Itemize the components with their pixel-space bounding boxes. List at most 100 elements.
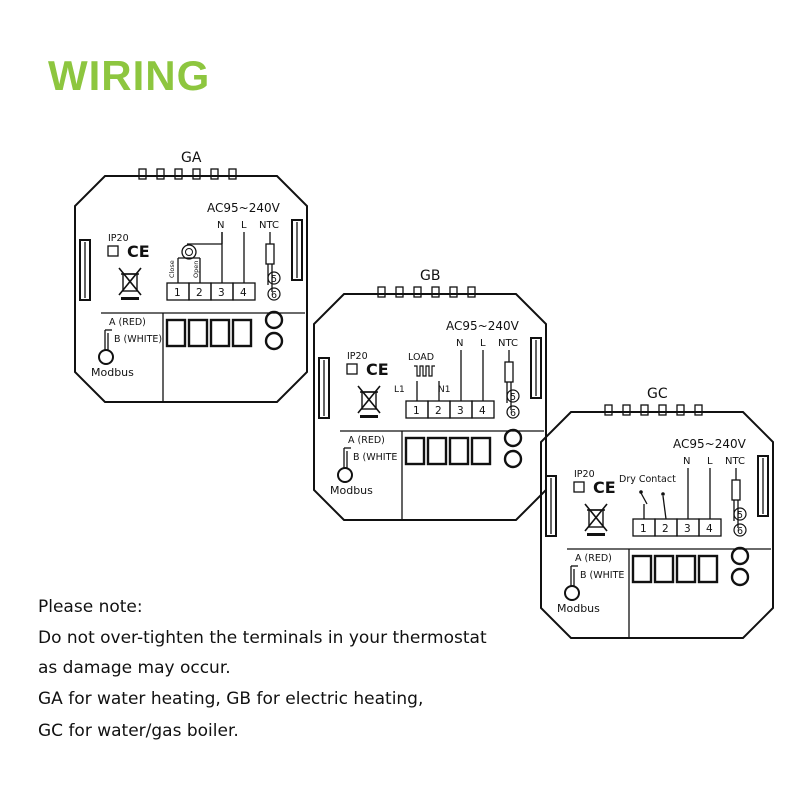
screw-terminal: [231, 318, 253, 348]
modbus-label: Modbus: [330, 484, 373, 497]
terminal-label: 1: [640, 523, 647, 535]
top-tab: [174, 168, 183, 180]
side-clip-right: [757, 455, 769, 517]
ip-box: [573, 481, 585, 493]
contact-point: [639, 490, 643, 494]
top-tab: [622, 404, 631, 416]
n1-label: N1: [438, 385, 450, 395]
a-red-label: A (RED): [348, 435, 385, 446]
note-line-4: GC for water/gas boiler.: [38, 721, 239, 741]
model-label: GC: [647, 386, 668, 402]
round-terminal: [503, 428, 523, 448]
neutral-label: N: [683, 456, 690, 467]
ntc-terminal-6: [267, 287, 281, 301]
note-line-2: as damage may occur.: [38, 658, 231, 678]
neutral-label: N: [456, 338, 463, 349]
side-clip-right: [291, 219, 303, 281]
top-tab: [413, 286, 422, 298]
round-terminal: [503, 449, 523, 469]
weee-bin-icon: [118, 267, 142, 300]
top-tab: [156, 168, 165, 180]
weee-bin-icon: [357, 385, 381, 418]
ntc-terminal-label: 6: [271, 290, 277, 301]
dry-contact-label: Dry Contact: [619, 474, 676, 485]
load-label: LOAD: [408, 352, 434, 363]
screw-terminal: [165, 318, 187, 348]
top-tab: [228, 168, 237, 180]
thermostat-body: [313, 293, 547, 521]
top-tab: [658, 404, 667, 416]
ntc-terminal-5: [733, 507, 747, 521]
terminal-label: 1: [174, 287, 181, 299]
terminal-label: 4: [479, 405, 486, 417]
b-white-label: B (WHITE: [580, 570, 624, 581]
b-white-label: B (WHITE: [353, 452, 397, 463]
side-clip-right: [530, 337, 542, 399]
top-tab: [192, 168, 201, 180]
a-red-label: A (RED): [575, 553, 612, 564]
model-label: GA: [181, 150, 202, 166]
line-label: L: [480, 338, 486, 349]
terminal-label: 2: [196, 287, 203, 299]
terminal-label: 4: [240, 287, 247, 299]
ntc-terminal-label: 5: [510, 392, 516, 403]
ntc-sensor: [504, 361, 514, 383]
weee-bin-icon: [584, 503, 608, 536]
line-label: L: [707, 456, 713, 467]
modbus-label: Modbus: [91, 366, 134, 379]
ip-rating-label: IP20: [574, 469, 595, 480]
terminal-label: 4: [706, 523, 713, 535]
round-terminal: [730, 567, 750, 587]
close-label: Close: [168, 260, 176, 278]
ip-rating-label: IP20: [108, 233, 129, 244]
contact-point: [661, 492, 665, 496]
ntc-label: NTC: [498, 338, 518, 349]
page-title: WIRING: [48, 52, 211, 99]
top-tab: [640, 404, 649, 416]
top-tab: [694, 404, 703, 416]
ce-mark: CE: [593, 478, 616, 497]
screw-terminal: [209, 318, 231, 348]
top-tab: [676, 404, 685, 416]
ip-box: [346, 363, 358, 375]
b-white-label: B (WHITE): [114, 334, 162, 345]
screw-terminal: [404, 436, 426, 466]
modbus-port: [337, 467, 353, 483]
round-terminal: [264, 310, 284, 330]
ip-rating-label: IP20: [347, 351, 368, 362]
ntc-terminal-label: 5: [271, 274, 277, 285]
terminal-label: 3: [218, 287, 225, 299]
ntc-sensor: [265, 243, 275, 265]
ntc-terminal-6: [733, 523, 747, 537]
neutral-label: N: [217, 220, 224, 231]
top-tab: [377, 286, 386, 298]
top-tab: [449, 286, 458, 298]
side-clip-left: [545, 475, 557, 537]
power-label: AC95~240V: [446, 319, 520, 333]
top-tab: [431, 286, 440, 298]
ntc-terminal-label: 6: [737, 526, 743, 537]
screw-terminal: [697, 554, 719, 584]
modbus-port: [564, 585, 580, 601]
ce-mark: CE: [127, 242, 150, 261]
ntc-sensor: [731, 479, 741, 501]
top-tab: [210, 168, 219, 180]
top-tab: [138, 168, 147, 180]
ce-mark: CE: [366, 360, 389, 379]
terminal-label: 1: [413, 405, 420, 417]
terminal-label: 3: [457, 405, 464, 417]
side-clip-left: [79, 239, 91, 301]
thermostat-body: [540, 411, 774, 639]
power-label: AC95~240V: [207, 201, 281, 215]
ntc-label: NTC: [259, 220, 279, 231]
ntc-label: NTC: [725, 456, 745, 467]
note-line-1: Do not over-tighten the terminals in you…: [38, 628, 487, 648]
screw-terminal: [631, 554, 653, 584]
modbus-port: [98, 349, 114, 365]
screw-terminal: [470, 436, 492, 466]
power-label: AC95~240V: [673, 437, 747, 451]
